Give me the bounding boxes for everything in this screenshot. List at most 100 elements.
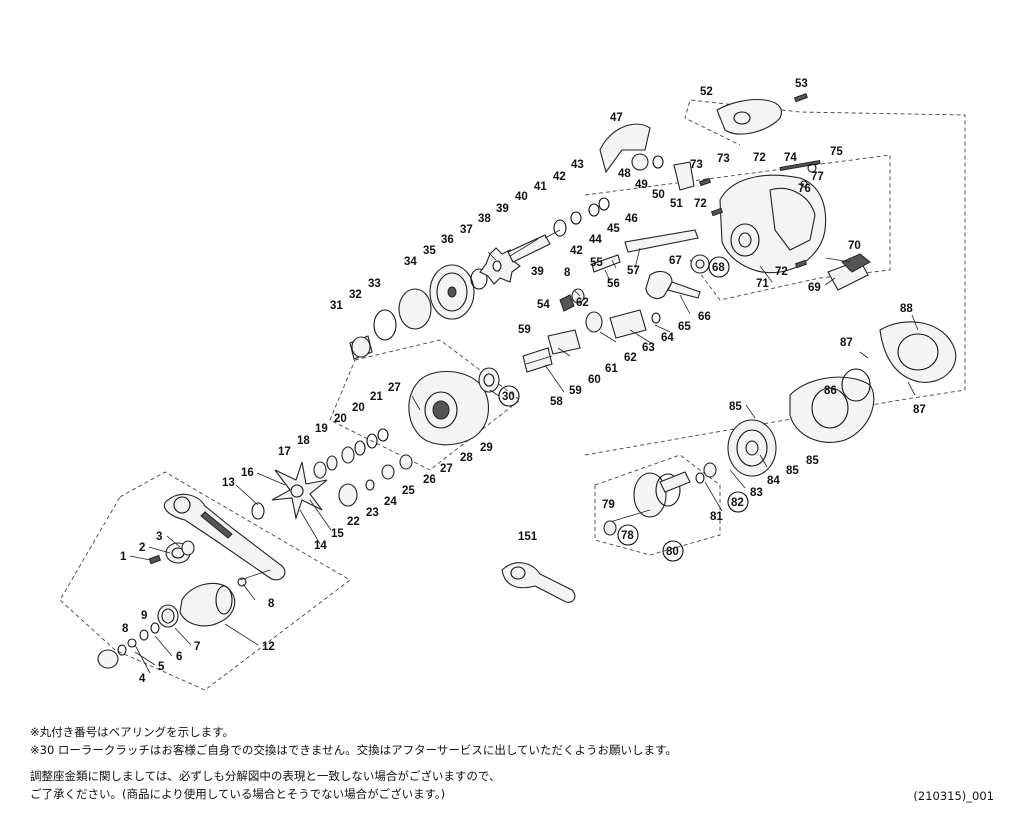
callout-71: 71: [756, 278, 769, 290]
callout-65: 65: [678, 321, 691, 333]
clutch-yoke-parts: [553, 197, 610, 237]
callout-47: 47: [610, 112, 623, 124]
callout-54: 54: [537, 299, 550, 311]
brake-shaft: [522, 329, 581, 373]
callout-24: 24: [384, 496, 397, 508]
callout-82: 82: [731, 497, 744, 509]
leader-lines: [129, 238, 919, 674]
callout-49: 49: [635, 179, 648, 191]
callout-37: 37: [460, 224, 473, 236]
callout-62-a: 62: [576, 297, 589, 309]
bearing-mark-80: [662, 540, 684, 562]
callout-16: 16: [241, 467, 254, 479]
callout-21: 21: [370, 391, 383, 403]
callout-83: 83: [750, 487, 763, 499]
bearing-mark-30: [498, 385, 520, 407]
callout-73-a: 73: [690, 159, 703, 171]
document-code: (210315)_001: [913, 789, 994, 803]
callout-6: 6: [176, 651, 182, 663]
bearing-78: [603, 520, 617, 536]
callout-35: 35: [423, 245, 436, 257]
callout-40: 40: [515, 191, 528, 203]
callout-72-c: 72: [775, 266, 788, 278]
callout-13: 13: [222, 477, 235, 489]
callout-28: 28: [460, 452, 473, 464]
bearing-mark-68: [708, 256, 730, 278]
callout-9: 9: [141, 610, 147, 622]
side-plate: [408, 371, 490, 446]
callout-44: 44: [589, 234, 602, 246]
thumb-bar: [599, 123, 651, 174]
callout-17: 17: [278, 446, 291, 458]
spool-assembly-outline: [594, 454, 721, 556]
callout-63: 63: [642, 342, 655, 354]
callout-39-a: 39: [496, 203, 509, 215]
callout-34: 34: [404, 256, 417, 268]
spool: [609, 471, 691, 523]
callout-87-a: 87: [840, 337, 853, 349]
frame-cover-outline: [584, 99, 966, 456]
callout-33: 33: [368, 278, 381, 290]
callout-27-a: 27: [388, 382, 401, 394]
washer-32-33: [373, 288, 432, 341]
callout-38: 38: [478, 213, 491, 225]
clutch-plate: [645, 270, 701, 299]
worm-shaft: [559, 229, 699, 312]
top-pins: [631, 153, 695, 191]
callout-75: 75: [830, 146, 843, 158]
callout-8-handle: 8: [268, 598, 275, 610]
handle-arm: [163, 493, 286, 581]
callout-20-b: 20: [352, 402, 365, 414]
callout-36: 36: [441, 234, 454, 246]
handle-nut: [165, 540, 195, 564]
side-plate-84: [727, 419, 777, 477]
callout-87-b: 87: [913, 404, 926, 416]
callout-70: 70: [848, 240, 861, 252]
callout-31: 31: [330, 300, 343, 312]
callout-69: 69: [808, 282, 821, 294]
callout-14: 14: [314, 540, 327, 552]
callout-42-b: 42: [570, 245, 583, 257]
brake-unit-86: [789, 368, 875, 443]
note-acknowledge: ご了承ください。(商品により使用している場合とそうでない場合がございます。): [30, 787, 446, 801]
clutch-cam: [585, 309, 661, 339]
screw-1: [148, 554, 162, 565]
callout-85-c: 85: [806, 455, 819, 467]
callout-43: 43: [571, 159, 584, 171]
note-roller-clutch: ※30 ローラークラッチはお客様ご自身での交換はできません。交換はアフターサービ…: [30, 743, 677, 757]
callout-86: 86: [824, 385, 837, 397]
callout-76: 76: [798, 183, 811, 195]
callout-32: 32: [349, 289, 362, 301]
footnotes: ※丸付き番号はベアリングを示します。 ※30 ローラークラッチはお客様ご自身での…: [30, 723, 990, 803]
callout-57: 57: [627, 265, 640, 277]
callout-55: 55: [590, 257, 603, 269]
handle-knob: [157, 582, 236, 628]
callout-8-knob: 8: [122, 623, 129, 635]
callout-41: 41: [534, 181, 547, 193]
callout-85-a: 85: [729, 401, 742, 413]
callout-61: 61: [605, 363, 618, 375]
callout-50: 50: [652, 189, 665, 201]
knob-shaft: [237, 569, 271, 587]
callout-27-b: 27: [440, 463, 453, 475]
callout-23: 23: [366, 507, 379, 519]
callout-39-b: 39: [531, 266, 544, 278]
callout-26: 26: [423, 474, 436, 486]
callout-46: 46: [625, 213, 638, 225]
callout-88: 88: [900, 303, 913, 315]
note-washers: 調整座金類に関しましては、必ずしも分解図中の表現と一致しない場合がございますので…: [30, 769, 501, 783]
callout-77: 77: [811, 171, 824, 183]
callout-51: 51: [670, 198, 683, 210]
frame-screws: [698, 159, 821, 269]
bearing-68: [690, 254, 710, 274]
callout-84: 84: [767, 475, 780, 487]
callout-48: 48: [618, 168, 631, 180]
callout-29: 29: [480, 442, 493, 454]
side-cover-assembly-outline: [329, 339, 521, 471]
reel-frame: [719, 174, 827, 274]
callout-59-a: 59: [518, 324, 531, 336]
callout-45: 45: [607, 223, 620, 235]
callout-56: 56: [607, 278, 620, 290]
screw-53: [793, 93, 808, 103]
